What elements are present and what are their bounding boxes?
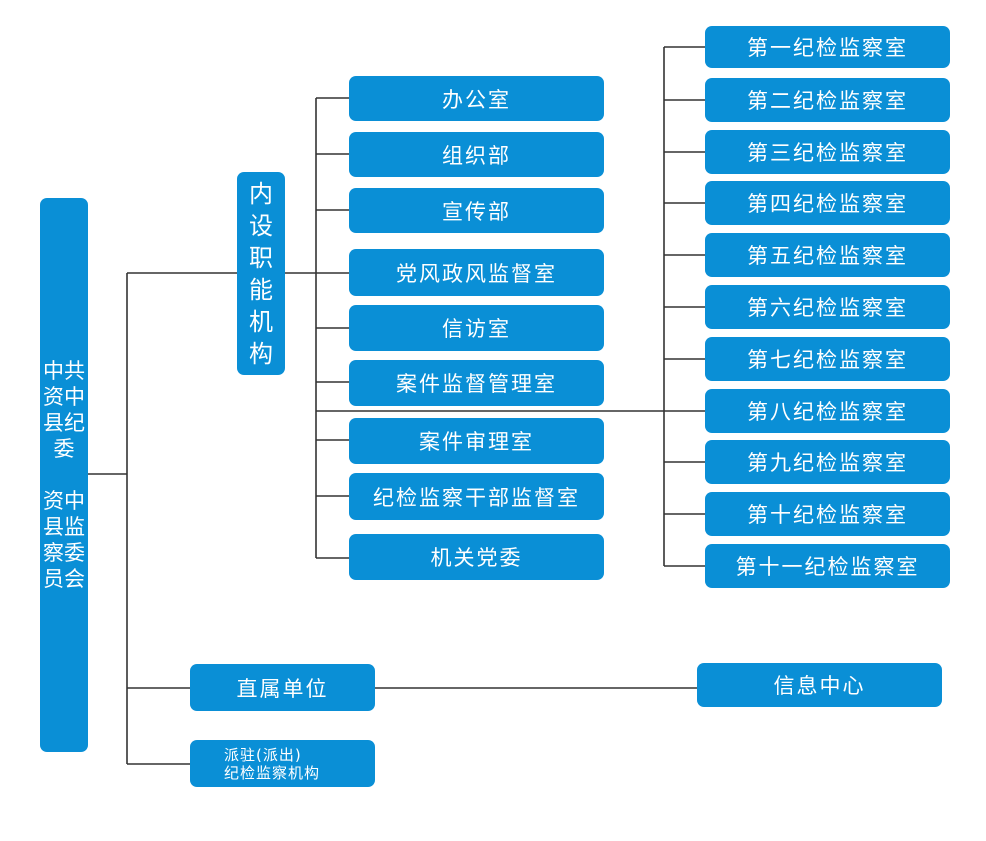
info-center-label: 信息中心 [773,674,866,698]
direct-units-label: 直属单位 [236,676,329,701]
department-label: 组织部 [442,143,511,168]
root-node: 中共资中县纪委 资中县监察委员会 [40,198,88,752]
inspection-office-node: 第九纪检监察室 [705,440,950,484]
inspection-office-label: 第十纪检监察室 [747,503,908,527]
info-center-node: 信息中心 [697,663,942,707]
inspection-office-label: 第十一纪检监察室 [735,555,920,579]
inspection-office-label: 第九纪检监察室 [747,451,908,475]
inspection-office-node: 第三纪检监察室 [705,130,950,174]
inspection-office-node: 第一纪检监察室 [705,26,950,68]
department-node: 组织部 [349,132,604,177]
department-node: 机关党委 [349,534,604,580]
dispatched-label: 派驻(派出) 纪检监察机构 [224,745,321,782]
internal-institutions-node: 内设职能机构 [237,172,285,375]
inspection-office-label: 第五纪检监察室 [747,244,908,268]
inspection-office-node: 第四纪检监察室 [705,181,950,225]
inspection-office-node: 第二纪检监察室 [705,78,950,122]
department-node: 纪检监察干部监督室 [349,473,604,520]
inspection-office-node: 第五纪检监察室 [705,233,950,277]
inspection-office-label: 第二纪检监察室 [747,89,908,113]
department-label: 案件监督管理室 [396,372,557,396]
inspection-office-node: 第八纪检监察室 [705,389,950,433]
department-label: 党风政风监督室 [396,261,557,286]
inspection-office-label: 第六纪检监察室 [747,296,908,320]
department-node: 宣传部 [349,188,604,233]
inspection-office-label: 第一纪检监察室 [747,36,908,60]
inspection-office-label: 第七纪检监察室 [747,348,908,372]
inspection-office-label: 第三纪检监察室 [747,141,908,165]
inspection-office-label: 第四纪检监察室 [747,192,908,216]
department-label: 办公室 [442,87,511,112]
department-label: 纪检监察干部监督室 [373,485,580,510]
root-label: 中共资中县纪委 资中县监察委员会 [43,359,85,591]
internal-label: 内设职能机构 [249,179,273,368]
inspection-office-node: 第七纪检监察室 [705,337,950,381]
department-label: 信访室 [442,317,511,341]
department-label: 机关党委 [430,546,523,570]
department-node: 党风政风监督室 [349,249,604,296]
department-node: 办公室 [349,76,604,121]
department-label: 宣传部 [442,199,511,224]
department-node: 案件监督管理室 [349,360,604,406]
department-label: 案件审理室 [419,430,534,454]
direct-units-node: 直属单位 [190,664,375,711]
department-node: 信访室 [349,305,604,351]
inspection-office-node: 第六纪检监察室 [705,285,950,329]
inspection-office-node: 第十纪检监察室 [705,492,950,536]
inspection-office-node: 第十一纪检监察室 [705,544,950,588]
department-node: 案件审理室 [349,418,604,464]
dispatched-institutions-node: 派驻(派出) 纪检监察机构 [190,740,375,787]
inspection-office-label: 第八纪检监察室 [747,400,908,424]
